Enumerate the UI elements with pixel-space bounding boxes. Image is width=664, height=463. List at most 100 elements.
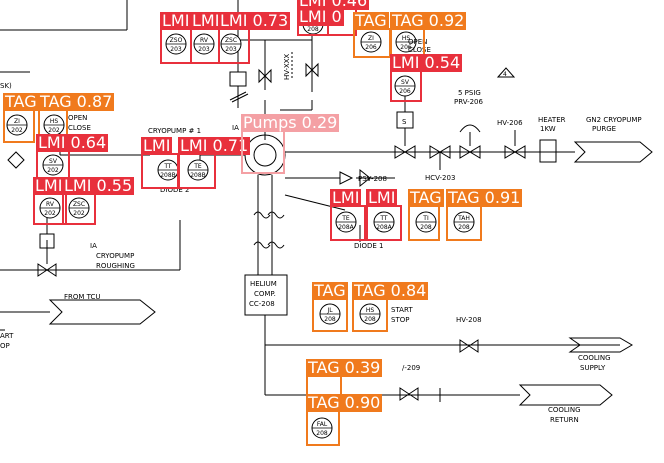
close-label-2: CLOSE xyxy=(68,124,91,132)
instrument-tag: TE xyxy=(193,163,202,170)
op-label: OP xyxy=(0,342,10,350)
hv-xxx-label: HV-XXX xyxy=(283,54,291,80)
instrument-tag: ZSO xyxy=(170,37,183,44)
v209-label: /-209 xyxy=(402,364,420,372)
instrument-tag: HS xyxy=(366,307,375,314)
instrument-bubble-te208a: TE 208A xyxy=(335,211,357,233)
instrument-bubble-tt208b: TT 208B xyxy=(157,159,179,181)
instrument-tag: RV xyxy=(200,37,209,44)
instrument-number: 206 xyxy=(399,88,411,95)
instrument-bubble-i208: 208 xyxy=(302,13,324,35)
comp-label: COMP. xyxy=(254,290,276,298)
open-label-1: OPEN xyxy=(408,38,427,46)
instrument-tag: TE xyxy=(341,215,350,222)
instrument-tag: FAL xyxy=(317,421,328,428)
instrument-number: 202 xyxy=(11,127,23,134)
helium-label: HELIUM xyxy=(250,280,277,288)
instrument-tag: TI xyxy=(422,215,429,222)
instrument-tag: TT xyxy=(163,163,172,170)
instrument-tag: ZI xyxy=(14,118,20,125)
cryopump-label: CRYOPUMP # 1 xyxy=(148,127,201,135)
psv-label: PSV-208 xyxy=(358,175,387,183)
start-label: START xyxy=(391,306,413,314)
hv208-label: HV-208 xyxy=(456,316,482,324)
instrument-number: 202 xyxy=(48,127,60,134)
instrument-bubble-zso203: ZSO 203 xyxy=(165,33,187,55)
instrument-number: 203 xyxy=(225,46,237,53)
instrument-bubble-rv203: RV 203 xyxy=(193,33,215,55)
open-label-2: OPEN xyxy=(68,114,87,122)
instrument-tag: ZSC xyxy=(225,37,237,44)
instrument-number: 202 xyxy=(47,167,59,174)
instrument-number: 208 xyxy=(420,224,432,231)
sk-label: SK) xyxy=(0,82,12,90)
instrument-number: 208B xyxy=(190,172,206,179)
instrument-bubble-fal208: FAL 208 xyxy=(311,417,333,439)
psig-label: 5 PSIG xyxy=(458,89,481,97)
instrument-number: 206 xyxy=(365,44,377,51)
cooling-supply-label-2: SUPPLY xyxy=(580,364,606,372)
instrument-bubble-hs206: HS 206 xyxy=(395,31,417,53)
diode1-label: DIODE 1 xyxy=(354,242,383,250)
instrument-bubble-tt208a: TT 208A xyxy=(373,211,395,233)
instrument-bubble-zsc203: ZSC 203 xyxy=(220,33,242,55)
cc208-label: CC-208 xyxy=(249,300,275,308)
prv-label: PRV-206 xyxy=(454,98,484,106)
instrument-number: 203 xyxy=(170,46,182,53)
instrument-bubble-hs202: HS 202 xyxy=(43,114,65,136)
hv206-label: HV-206 xyxy=(497,119,523,127)
instrument-number: 202 xyxy=(73,210,85,217)
hcv-label: HCV-203 xyxy=(425,174,455,182)
instrument-number: 208 xyxy=(316,430,328,437)
instrument-number: 208 xyxy=(458,224,470,231)
instrument-number: 208 xyxy=(364,316,376,323)
instrument-tag: JL xyxy=(326,307,333,314)
ia-label-1: IA xyxy=(232,124,239,132)
heater-label: HEATER xyxy=(538,116,566,124)
from-tcu-label: FROM TCU xyxy=(64,293,101,301)
instrument-number: 206 xyxy=(400,44,412,51)
instrument-bubble-hs208: HS 208 xyxy=(359,303,381,325)
instrument-tag: SV xyxy=(401,79,410,86)
instrument-tag: ZI xyxy=(368,35,374,42)
cooling-supply-label-1: COOLING xyxy=(578,354,611,362)
diode2-label: DIODE 2 xyxy=(160,186,189,194)
instrument-bubble-te208b: TE 208B xyxy=(187,159,209,181)
instrument-bubble-sv202: SV 202 xyxy=(42,154,64,176)
instrument-bubble-sv206: SV 206 xyxy=(394,75,416,97)
instrument-bubble-rv202: RV 202 xyxy=(39,197,61,219)
instrument-tag: HS xyxy=(402,35,411,42)
art-label: ART xyxy=(0,332,14,340)
s-box-label: S xyxy=(402,118,407,126)
instrument-tag: TT xyxy=(379,215,388,222)
instrument-number: 208 xyxy=(324,316,336,323)
gn2-label: GN2 CRYOPUMP xyxy=(586,116,642,124)
triangle-number-label: 4 xyxy=(503,71,507,78)
cooling-return-label-2: RETURN xyxy=(550,416,579,424)
instrument-bubble-zi202: ZI 202 xyxy=(6,114,28,136)
cooling-return-label-1: COOLING xyxy=(548,406,581,414)
cryopump-roughing-label-1: CRYOPUMP xyxy=(96,252,134,260)
instrument-bubble-tah208: TAH 208 xyxy=(453,211,475,233)
instrument-tag: SV xyxy=(49,158,58,165)
stop-label: STOP xyxy=(391,316,409,324)
instrument-number: 208A xyxy=(376,224,392,231)
instrument-bubble-jl208: JL 208 xyxy=(319,303,341,325)
heater-power-label: 1KW xyxy=(540,125,556,133)
instrument-tag: RV xyxy=(46,201,55,208)
instrument-number: 203 xyxy=(198,46,210,53)
cryopump-roughing-label-2: ROUGHING xyxy=(96,262,135,270)
instrument-number: 208B xyxy=(160,172,176,179)
instrument-number: 208 xyxy=(307,26,319,33)
instrument-number: 202 xyxy=(44,210,56,217)
purge-label: PURGE xyxy=(592,125,616,133)
close-label-1: CLOSE xyxy=(408,46,431,54)
ia-label-2: IA xyxy=(90,242,97,250)
instrument-number: 208A xyxy=(338,224,354,231)
instrument-tag: HS xyxy=(50,118,59,125)
instrument-tag: TAH xyxy=(457,215,470,222)
instrument-bubble-ti208: TI 208 xyxy=(415,211,437,233)
instrument-bubble-zi206: ZI 206 xyxy=(360,31,382,53)
